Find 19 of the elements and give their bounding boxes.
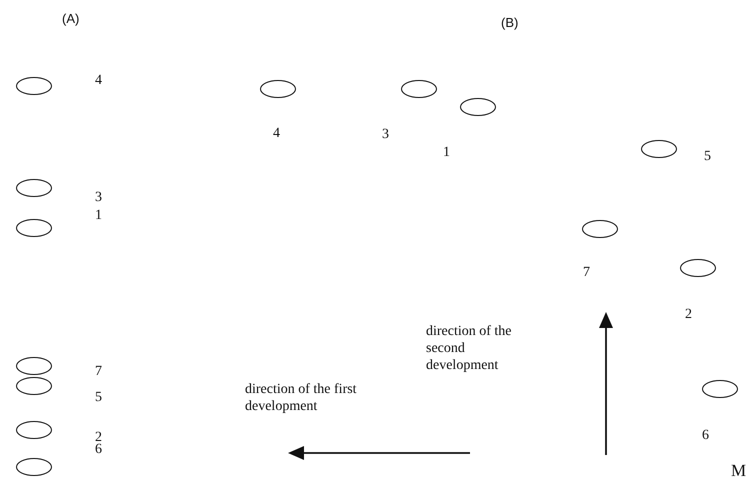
spot-number: 1 — [95, 209, 102, 223]
annotation-text: direction of the second development — [426, 323, 513, 374]
spot-number: 7 — [583, 266, 590, 280]
spot-number: 1 — [443, 146, 450, 160]
spot-number: 6 — [95, 443, 102, 457]
spot-number: 5 — [95, 391, 102, 405]
axis-label: M — [731, 462, 746, 479]
spot-number: 2 — [685, 308, 692, 322]
spot-number: 4 — [273, 127, 280, 141]
spot-number: 4 — [95, 74, 102, 88]
spot-number: 7 — [95, 365, 102, 379]
spot-number: 3 — [382, 128, 389, 142]
spot-number: 6 — [702, 429, 709, 443]
panel-label: (B) — [501, 14, 518, 31]
annotation-text: direction of the first development — [245, 381, 358, 415]
panel-label: (A) — [62, 10, 80, 27]
spot-number: 5 — [704, 150, 711, 164]
spot-number: 2 — [95, 431, 102, 445]
spot-number: 3 — [95, 191, 102, 205]
